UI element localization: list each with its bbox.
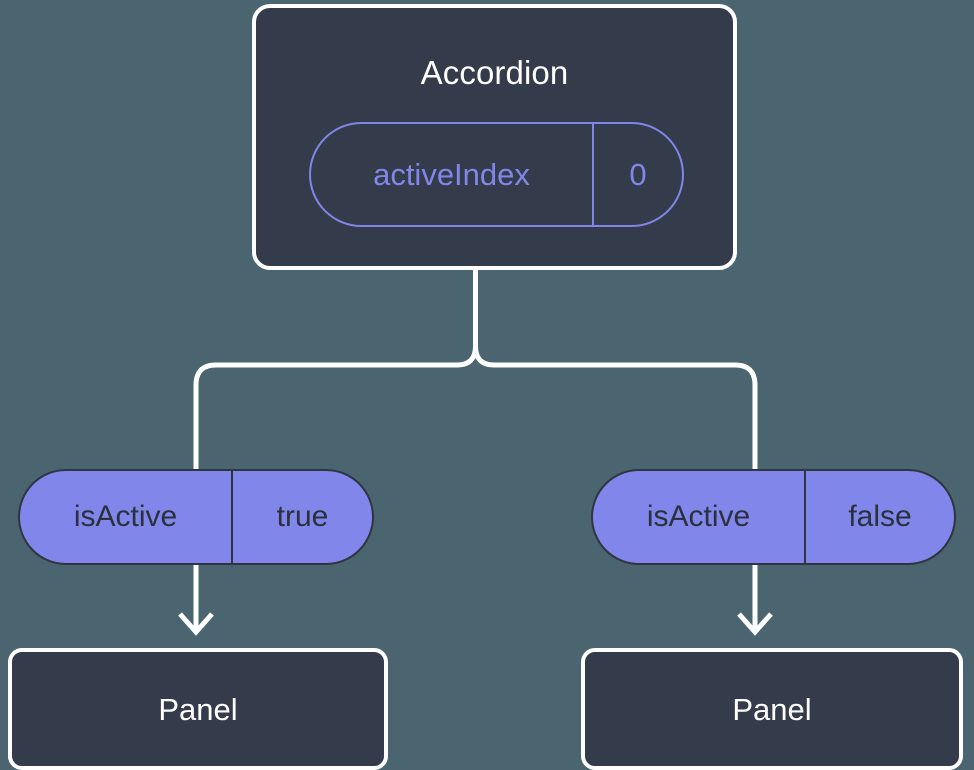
- prop-pill-value: true: [276, 500, 329, 533]
- prop-pill-value: false: [848, 500, 912, 533]
- node-panel-left-title: Panel: [158, 691, 238, 727]
- state-pill-value: 0: [629, 156, 647, 192]
- node-panel-left[interactable]: Panel: [8, 648, 388, 770]
- node-panel-right[interactable]: Panel: [581, 648, 963, 770]
- node-panel-right-title: Panel: [732, 691, 812, 727]
- node-accordion[interactable]: Accordion activeIndex 0: [252, 4, 737, 270]
- arrow-head-right: [737, 612, 773, 636]
- branch-arm-right: [494, 362, 758, 470]
- arrow-head-left: [178, 612, 214, 636]
- prop-pill-key: isActive: [593, 471, 806, 563]
- junction-right-curve: [473, 345, 495, 368]
- state-pill-key: activeIndex: [311, 124, 594, 225]
- state-pill-active-index[interactable]: activeIndex 0: [309, 122, 684, 227]
- node-accordion-title: Accordion: [420, 54, 569, 91]
- prop-pill-is-active-true[interactable]: isActive true: [18, 469, 374, 565]
- prop-pill-is-active-false[interactable]: isActive false: [591, 469, 956, 565]
- prop-pill-key: isActive: [20, 471, 233, 563]
- junction-left-curve: [456, 345, 478, 368]
- branch-arm-left: [193, 362, 457, 470]
